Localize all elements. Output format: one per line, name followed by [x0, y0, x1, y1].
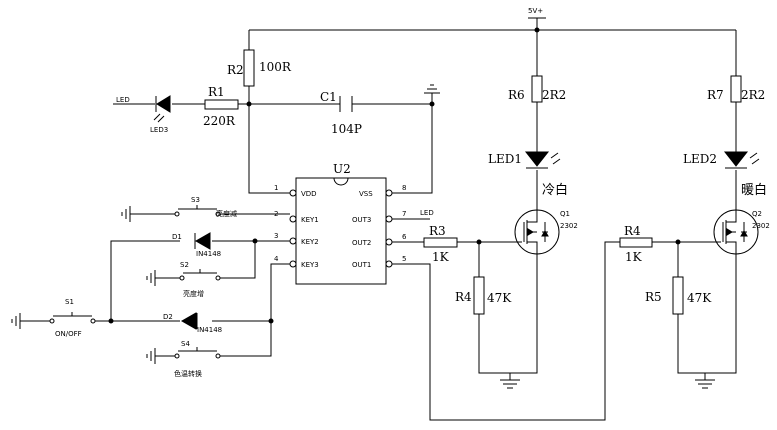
pin-num: 5 — [402, 255, 406, 263]
switch-s2: S2 亮度增 — [179, 261, 221, 298]
resistor-r1: R1 220R — [203, 85, 239, 128]
r7-value: 2R2 — [741, 88, 765, 102]
pin-name: KEY1 — [301, 216, 319, 224]
d1-ref: D1 — [172, 233, 182, 241]
led3-ref: LED3 — [150, 126, 168, 134]
pin-num: 2 — [274, 210, 278, 218]
led2-ref: LED2 — [683, 152, 717, 166]
d1-value: IN4148 — [196, 250, 221, 258]
led1-ref: LED1 — [488, 152, 522, 166]
s4-ref: S4 — [181, 340, 190, 348]
r1-value: 220R — [203, 114, 236, 128]
pin-num: 7 — [402, 210, 406, 218]
chip-ref: U2 — [333, 162, 351, 176]
resistor-r2: R2 100R — [227, 49, 292, 87]
s3-ref: S3 — [191, 196, 200, 204]
vcc-label: 5V+ — [528, 7, 543, 15]
switch-s4: S4 色温转换 — [174, 340, 221, 378]
r3-value: 1K — [432, 250, 450, 264]
pin-name: OUT1 — [352, 261, 371, 269]
r4-series-ref: R4 — [624, 224, 641, 238]
s2-ref: S2 — [180, 261, 189, 269]
mosfet-q1: Q1 2302 — [512, 209, 578, 255]
resistor-r4-series: R4 1K — [619, 224, 653, 264]
led3: LED LED3 — [116, 95, 171, 134]
r5-ref: R5 — [645, 290, 662, 304]
power-symbol: 5V+ — [528, 7, 546, 19]
pin-name: OUT2 — [352, 239, 371, 247]
c1-ref: C1 — [320, 90, 337, 104]
r2-value: 100R — [259, 60, 292, 74]
diode-d2: D2 IN4148 — [163, 312, 222, 334]
d2-ref: D2 — [163, 313, 173, 321]
led2: LED2 暖白 — [683, 151, 767, 198]
c1-value: 104P — [331, 122, 362, 136]
switch-s1: S1 ON/OFF — [49, 298, 96, 338]
pin-num: 6 — [402, 233, 407, 241]
q1-ref: Q1 — [560, 210, 570, 218]
r1-ref: R1 — [208, 85, 225, 99]
s1-ref: S1 — [65, 298, 74, 306]
r3-ref: R3 — [429, 224, 446, 238]
resistor-r6: R6 2R2 — [508, 75, 566, 103]
wires — [20, 18, 737, 421]
resistor-r5: R5 47K — [645, 276, 712, 315]
d2-value: IN4148 — [197, 326, 222, 334]
pin-name: VSS — [359, 190, 373, 198]
switch-s3: S3 亮度减 — [174, 196, 237, 218]
pin-num: 3 — [274, 232, 278, 240]
resistor-r7: R7 2R2 — [707, 75, 765, 103]
s4-desc: 色温转换 — [174, 369, 202, 378]
s1-desc: ON/OFF — [55, 330, 82, 338]
resistor-r3: R3 1K — [423, 224, 458, 264]
pin-name: VDD — [301, 190, 317, 198]
led1-desc: 冷白 — [542, 182, 568, 198]
r4-ref: R4 — [455, 290, 472, 304]
pin-name: KEY3 — [301, 261, 319, 269]
pin-num: 8 — [402, 184, 406, 192]
pin-name: OUT3 — [352, 216, 371, 224]
r6-value: 2R2 — [542, 88, 566, 102]
r4-series-value: 1K — [625, 250, 643, 264]
pin-num: 4 — [274, 255, 279, 263]
r5-value: 47K — [687, 291, 712, 305]
capacitor-c1: C1 104P — [320, 90, 362, 136]
pin-name: KEY2 — [301, 238, 319, 246]
mosfet-q2: Q2 2302 — [713, 209, 770, 255]
r2-ref: R2 — [227, 63, 244, 77]
r7-ref: R7 — [707, 88, 724, 102]
junctions — [108, 27, 681, 324]
diode-d1: D1 IN4148 — [172, 232, 221, 258]
s2-desc: 亮度增 — [183, 289, 204, 298]
resistor-r4-pulldown: R4 47K — [455, 276, 512, 315]
led3-net-label: LED — [116, 96, 130, 104]
led1: LED1 冷白 — [488, 151, 568, 198]
q2-value: 2302 — [752, 222, 770, 230]
q1-value: 2302 — [560, 222, 578, 230]
out3-net-label: LED — [420, 209, 434, 217]
r6-ref: R6 — [508, 88, 525, 102]
ground-symbols — [11, 84, 715, 389]
pin-num: 1 — [274, 184, 278, 192]
ic-u2: U2 VDD KEY1 KEY2 KEY3 1 2 3 4 VSS OUT3 O… — [274, 162, 434, 285]
r4-value: 47K — [487, 291, 512, 305]
led2-desc: 暖白 — [741, 182, 767, 198]
q2-ref: Q2 — [752, 210, 762, 218]
s3-desc: 亮度减 — [216, 209, 237, 218]
